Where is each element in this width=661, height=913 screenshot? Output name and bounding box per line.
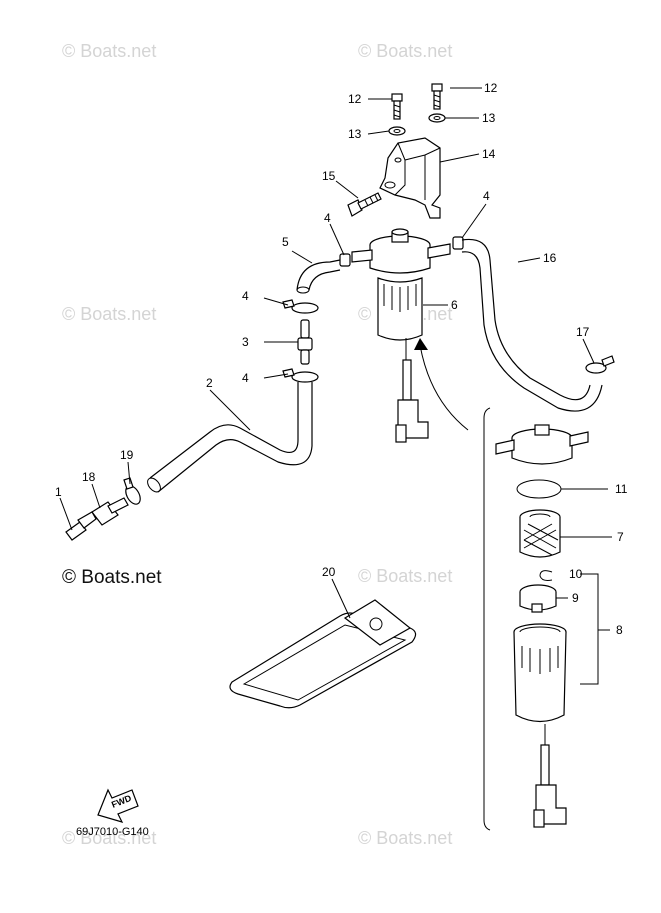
clip-4-right-filter — [452, 236, 464, 250]
callout-10: 10 — [569, 567, 583, 581]
filter-cup-8 — [513, 623, 567, 828]
callout-12: 12 — [484, 81, 498, 95]
hose-2 — [147, 382, 313, 493]
callout-18: 18 — [82, 470, 96, 484]
callout-15: 15 — [322, 169, 336, 183]
callout-5: 5 — [282, 235, 289, 249]
detail-arrowhead — [414, 338, 428, 350]
watermark-primary: © Boats.net — [62, 567, 162, 588]
watermark: © Boats.net — [358, 41, 453, 61]
callout-8: 8 — [616, 623, 623, 637]
callout-17: 17 — [576, 325, 590, 339]
callout-labels: 12 12 13 13 14 15 4 4 5 4 3 4 2 6 16 17 … — [55, 81, 628, 838]
callout-9: 9 — [572, 591, 579, 605]
washer-13-right — [428, 113, 446, 123]
callout-1: 1 — [55, 485, 62, 499]
plug-1 — [65, 511, 97, 541]
callout-6: 6 — [451, 298, 458, 312]
group-bracket-8 — [580, 573, 610, 685]
detail-bracket-line — [483, 407, 491, 831]
clip-4-lower — [282, 368, 319, 383]
watermark: © Boats.net — [358, 566, 453, 586]
callout-4: 4 — [483, 189, 490, 203]
bracket-14 — [379, 137, 441, 219]
watermark: © Boats.net — [358, 828, 453, 848]
leader-lines — [59, 87, 612, 619]
o-ring-11 — [516, 479, 562, 499]
joint-3 — [297, 319, 313, 365]
callout-4: 4 — [324, 211, 331, 225]
callout-4: 4 — [242, 371, 249, 385]
filter-cap-detail — [495, 424, 589, 465]
callout-2: 2 — [206, 376, 213, 390]
callout-7: 7 — [617, 530, 624, 544]
hose-16 — [461, 238, 603, 412]
callout-3: 3 — [242, 335, 249, 349]
filter-element-7 — [519, 509, 561, 558]
fuel-filter-6 — [351, 228, 451, 443]
hose-kit-20 — [229, 599, 417, 709]
clip-4-upper — [282, 299, 319, 314]
callout-4: 4 — [242, 289, 249, 303]
watermark: © Boats.net — [62, 41, 157, 61]
clip-10 — [539, 570, 553, 581]
float-9 — [519, 584, 557, 613]
callout-14: 14 — [482, 147, 496, 161]
callout-19: 19 — [120, 448, 134, 462]
watermark: © Boats.net — [62, 828, 157, 848]
callout-12: 12 — [348, 92, 362, 106]
clip-17 — [585, 355, 615, 374]
hose-5 — [296, 259, 341, 294]
bolt-12-right — [431, 83, 443, 110]
clip-4-left-filter — [339, 253, 351, 267]
callout-11: 11 — [615, 482, 628, 496]
diagram-code: 69J7010-G140 — [76, 826, 149, 838]
callout-16: 16 — [543, 251, 557, 265]
clip-19 — [123, 477, 141, 505]
callout-13: 13 — [348, 127, 362, 141]
detail-arrow — [419, 344, 469, 431]
watermark: © Boats.net — [62, 304, 157, 324]
callout-13: 13 — [482, 111, 496, 125]
bolt-15 — [347, 192, 382, 217]
washer-13-left — [388, 126, 406, 136]
fwd-arrow-icon: FWD — [97, 788, 139, 823]
joint-18 — [91, 497, 129, 526]
callout-20: 20 — [322, 565, 336, 579]
bolt-12-left — [391, 93, 403, 120]
